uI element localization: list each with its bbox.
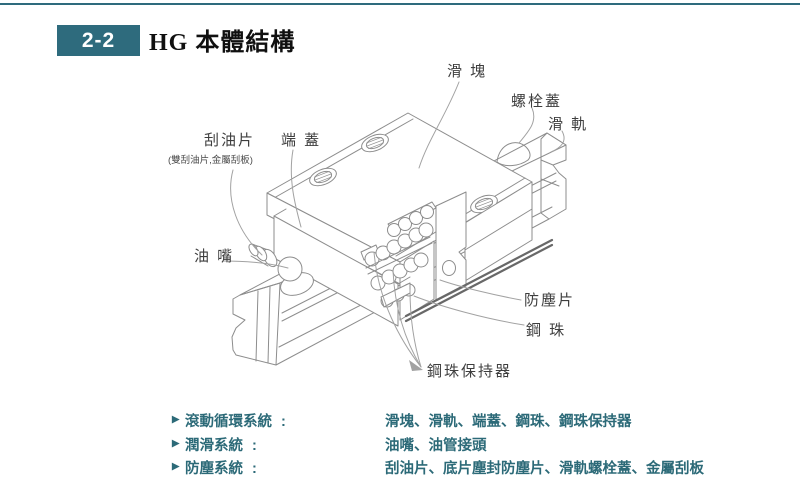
system-label: 潤滑系統:: [185, 434, 257, 455]
leader-lines: [222, 81, 565, 371]
threaded-hole: [309, 167, 337, 187]
steel-balls-and-retainers-drawing: [360, 201, 437, 308]
system-colon: :: [281, 414, 286, 430]
system-row-dustproof: ▶ 防塵系統: 刮油片、底片塵封防塵片、滑軌螺栓蓋、金屬刮板: [172, 457, 732, 481]
triangle-bullet-icon: ▶: [172, 461, 180, 472]
threaded-hole: [361, 133, 389, 153]
label-slide-block: 滑 塊: [447, 63, 488, 80]
label-oil-scraper-note: (雙刮油片,金屬刮板): [168, 155, 253, 166]
system-label: 滾動循環系統:: [185, 410, 286, 431]
top-border-rule: [0, 3, 800, 5]
triangle-bullet-icon: ▶: [172, 414, 180, 425]
end-cap-plate-drawing: [435, 191, 467, 302]
label-dust-seal: 防塵片: [524, 292, 576, 309]
system-row-rolling: ▶ 滾動循環系統: 滑塊、滑軌、端蓋、鋼珠、鋼珠保持器: [172, 410, 732, 434]
system-label-text: 潤滑系統: [185, 437, 243, 454]
system-label-text: 滾動循環系統: [185, 414, 272, 430]
label-oil-scraper: 刮油片: [204, 132, 256, 149]
grease-nipple-drawing: [248, 243, 303, 282]
label-bolt-cover: 螺栓蓋: [511, 93, 563, 110]
system-colon: :: [252, 437, 257, 454]
triangle-bullet-icon: ▶: [172, 437, 180, 449]
page-title: HG 本體結構: [149, 30, 296, 56]
system-value: 油嘴、油管接頭: [385, 437, 487, 454]
section-number-badge: 2-2: [57, 25, 140, 56]
label-end-cap: 端 蓋: [281, 132, 322, 149]
system-label: 防塵系統:: [185, 457, 257, 478]
system-value: 滑塊、滑軌、端蓋、鋼珠、鋼珠保持器: [385, 414, 632, 430]
system-row-lubrication: ▶ 潤滑系統: 油嘴、油管接頭: [172, 434, 732, 458]
system-label-text: 防塵系統: [185, 461, 243, 477]
label-rail: 滑 軌: [548, 116, 589, 133]
dust-seal-strip-drawing: [404, 238, 554, 323]
label-grease-nipple: 油 嘴: [194, 248, 235, 265]
system-value: 刮油片、底片塵封防塵片、滑軌螺栓蓋、金屬刮板: [385, 461, 704, 477]
bolt-cover-drawing: [496, 142, 531, 167]
label-ball-retainer: 鋼珠保持器: [427, 363, 513, 380]
label-steel-ball: 鋼 珠: [526, 322, 567, 339]
system-colon: :: [252, 461, 257, 477]
system-list: ▶ 滾動循環系統: 滑塊、滑軌、端蓋、鋼珠、鋼珠保持器 ▶ 潤滑系統: 油嘴、油…: [172, 410, 732, 481]
